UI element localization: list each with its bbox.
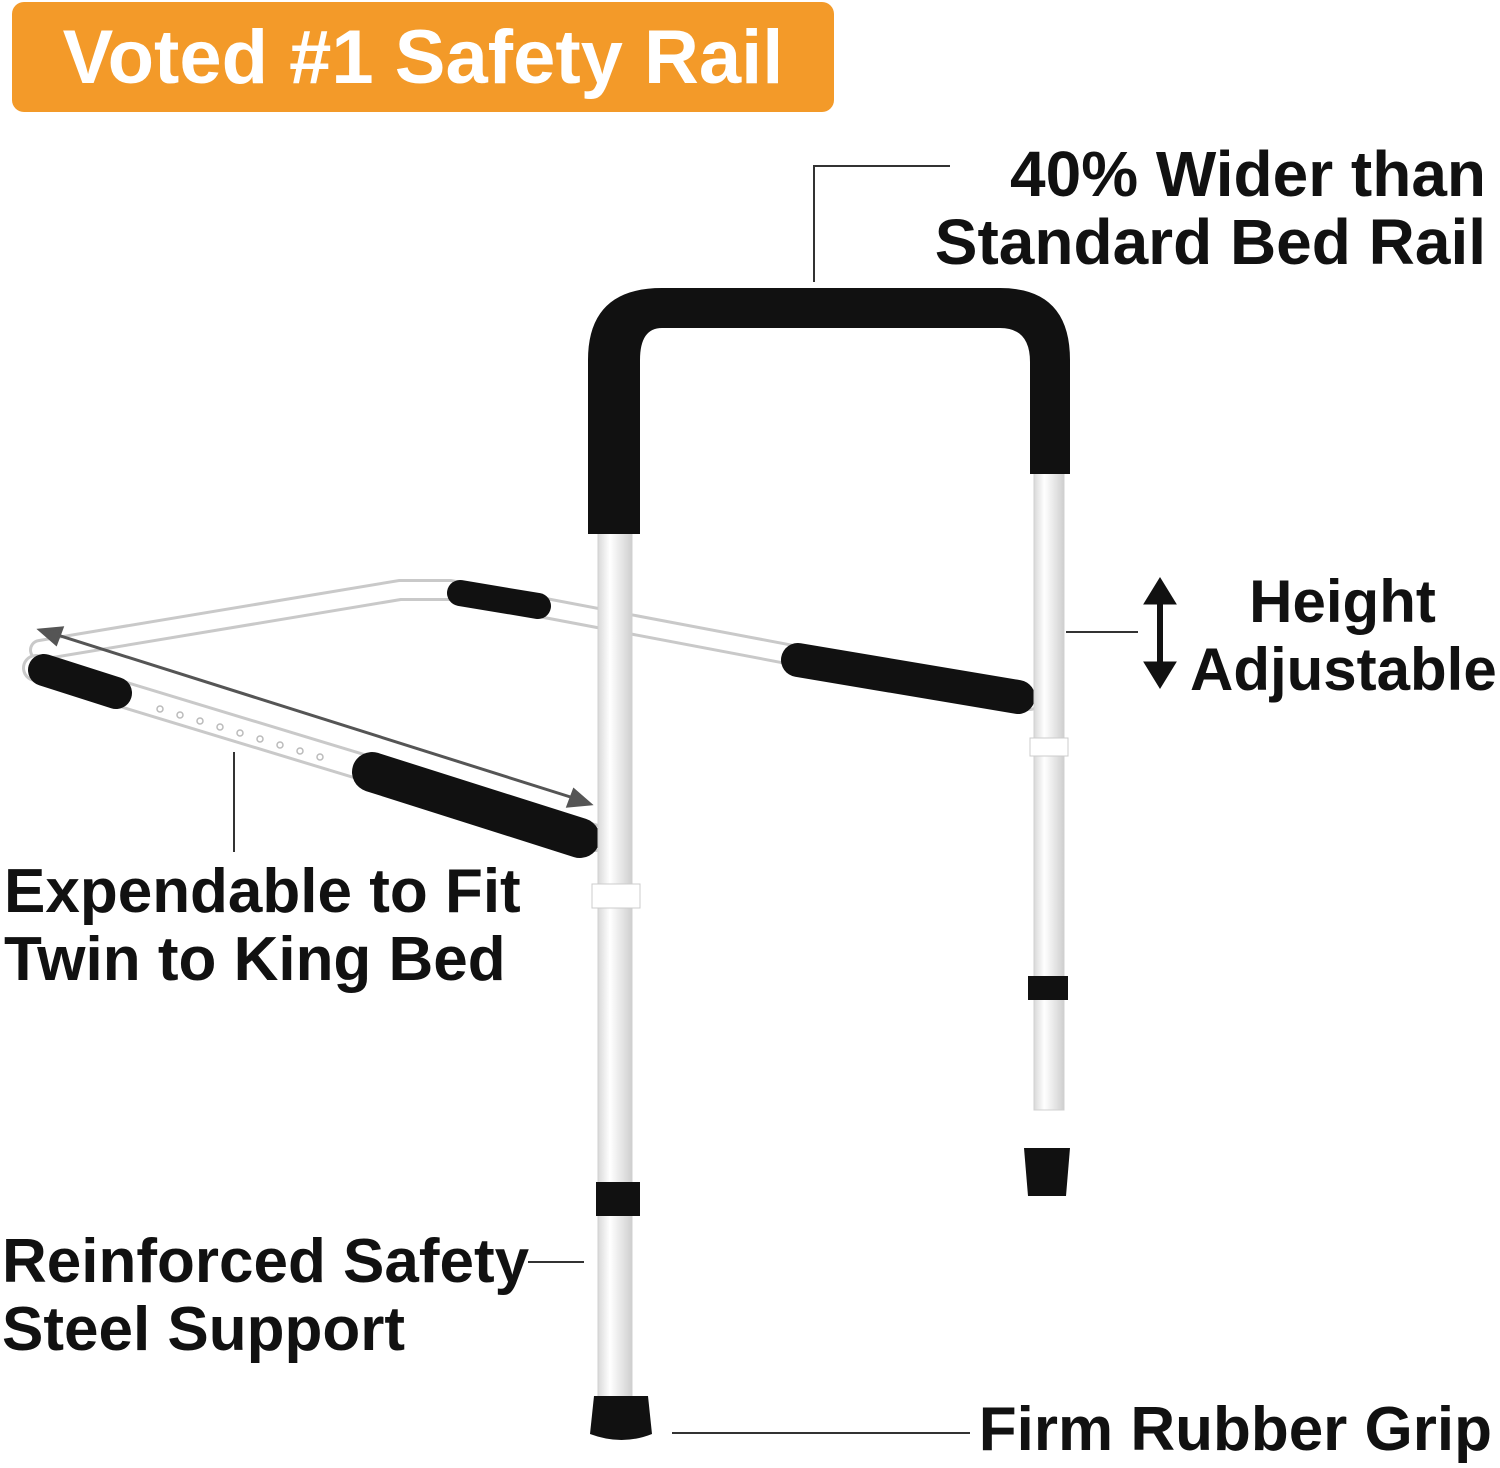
callout-wider-line1: 40% Wider than (1010, 138, 1486, 210)
callout-wider: 40% Wider than Standard Bed Rail (935, 140, 1486, 276)
callout-steel-line1: Reinforced Safety (2, 1227, 530, 1296)
leader-wider (813, 165, 950, 282)
callout-expand-line2: Twin to King Bed (4, 925, 506, 994)
back-foam-large (781, 643, 1035, 714)
callout-wider-line2: Standard Bed Rail (934, 206, 1486, 278)
leader-lines (233, 165, 1138, 1434)
badge-text: Voted #1 Safety Rail (62, 14, 784, 100)
left-rubber-foot (590, 1396, 652, 1440)
double-diagonal-arrow-icon (36, 626, 594, 808)
double-vertical-arrow-icon (1143, 577, 1177, 689)
voted-badge: Voted #1 Safety Rail (12, 2, 834, 112)
callout-height: Height Adjustable (1190, 568, 1497, 704)
right-rubber-foot (1024, 1148, 1070, 1196)
callout-height-line2: Adjustable (1190, 636, 1497, 703)
back-foam-small (447, 580, 551, 619)
adjust-holes (156, 705, 324, 761)
right-post (1024, 469, 1070, 1196)
callout-steel: Reinforced Safety Steel Support (2, 1228, 529, 1364)
front-rail (22, 654, 610, 858)
callout-steel-line2: Steel Support (2, 1295, 406, 1364)
callout-expand-line1: Expendable to Fit (4, 857, 521, 926)
back-rail (29, 579, 1041, 714)
handle-foam (588, 288, 1070, 534)
left-post (590, 529, 652, 1440)
front-foam-large (352, 752, 600, 858)
callout-height-line1: Height (1249, 568, 1436, 635)
callout-grip: Firm Rubber Grip (979, 1398, 1492, 1462)
callout-grip-line1: Firm Rubber Grip (978, 1395, 1492, 1464)
front-foam-small (28, 654, 132, 709)
callout-expand: Expendable to Fit Twin to King Bed (4, 858, 521, 994)
